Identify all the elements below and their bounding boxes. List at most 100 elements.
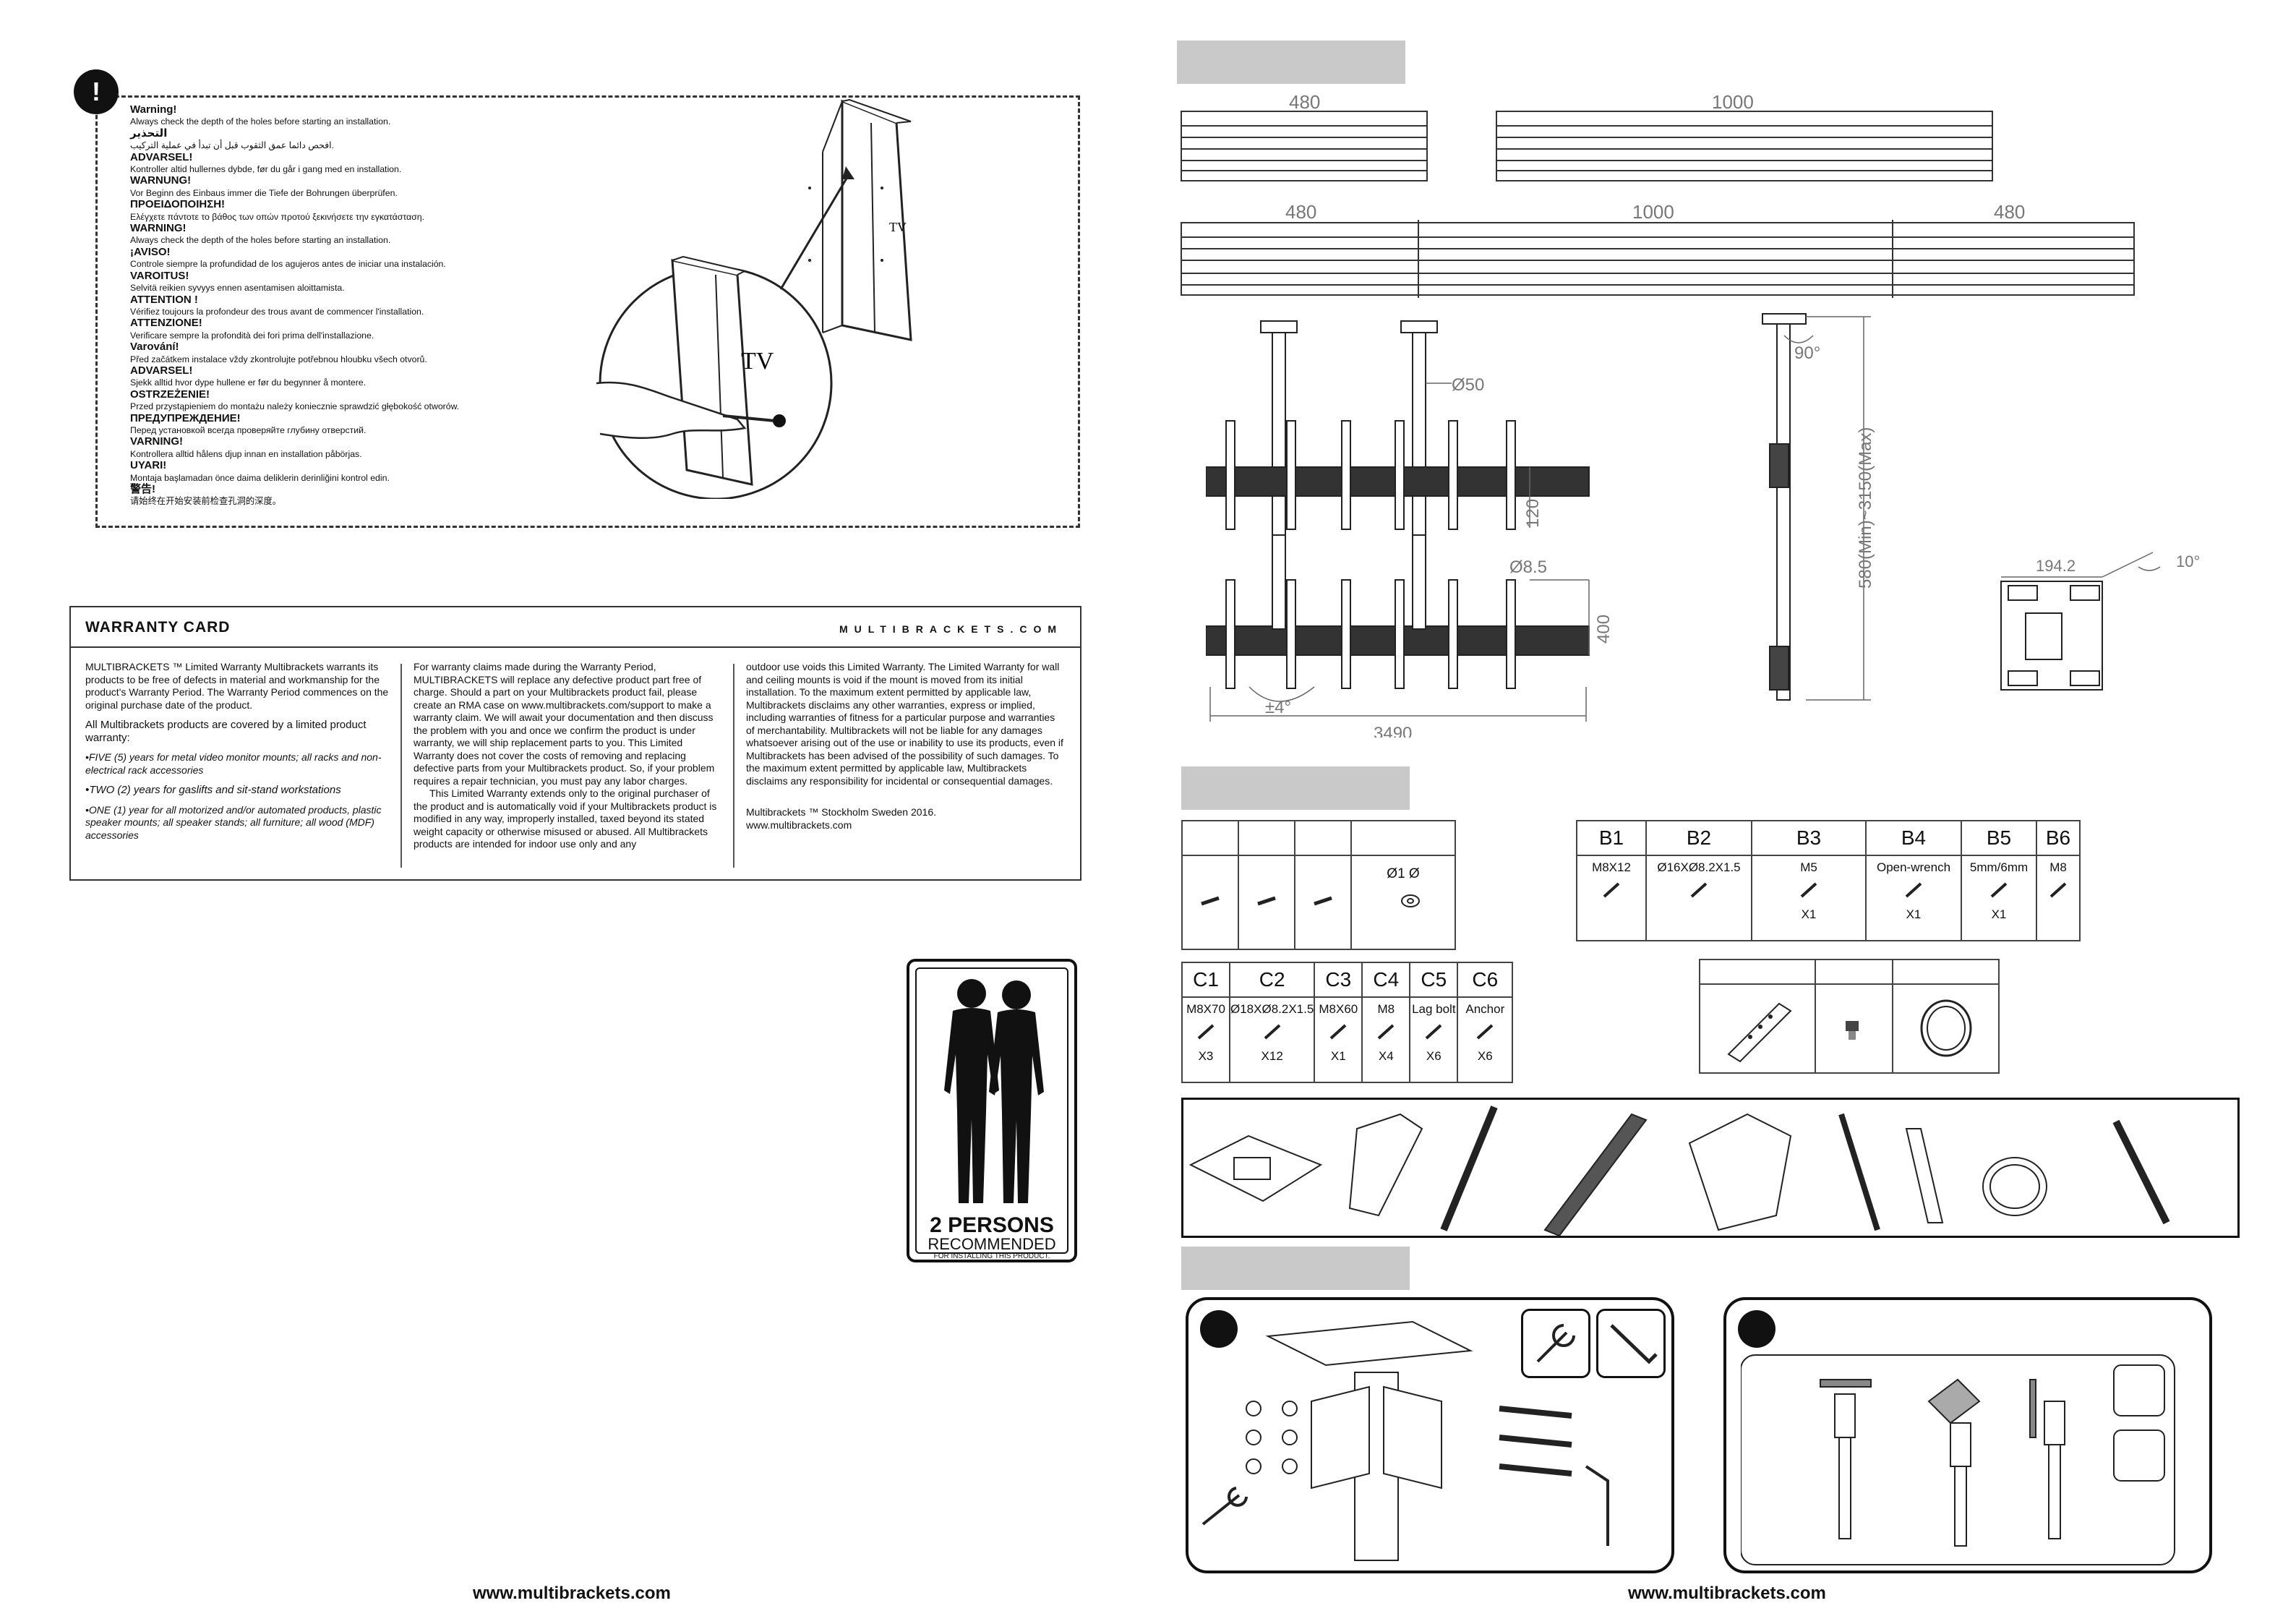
table-a-header-2 — [1238, 820, 1295, 856]
warning-title: Warning! — [130, 103, 177, 116]
table-d-header-2 — [1814, 959, 1894, 985]
warning-title: OSTRZEŻENIE! — [130, 388, 210, 401]
table-d-cell — [1814, 983, 1894, 1074]
warning-title: ATTENZIONE! — [130, 317, 202, 330]
part-quantity: X1 — [1330, 1049, 1346, 1063]
part-icon — [1264, 1024, 1280, 1040]
side-view-diagram: 90° 580(Min)~3150(Max) — [1762, 313, 1875, 701]
table-a-cell — [1294, 855, 1352, 950]
warning-text: Kontroller altid hullernes dybde, før du… — [130, 164, 402, 175]
warranty-company: Multibrackets ™ Stockholm Sweden 2016. — [746, 806, 937, 818]
dim-3490: 3490 — [1374, 724, 1412, 738]
warning-box — [95, 95, 1080, 528]
warranty-header: WARRANTY CARD MULTIBRACKETS.COM — [71, 607, 1080, 648]
warranty-card: WARRANTY CARD MULTIBRACKETS.COM MULTIBRA… — [69, 606, 1081, 881]
warning-text: Ελέγχετε πάντοτε το βάθος των οπών προτο… — [130, 211, 424, 222]
step-1-box — [1186, 1297, 1674, 1573]
dim-angle-90: 90° — [1794, 343, 1820, 363]
plate-detail: 194.2 10° — [2000, 552, 2200, 691]
warning-text: Sjekk alltid hvor dype hullene er før du… — [130, 377, 367, 388]
dim-top-480: 480 — [1289, 94, 1320, 113]
table-a-header-3 — [1294, 820, 1352, 856]
warning-exclamation-icon: ! — [74, 69, 119, 114]
tilt-bracket-icon — [1348, 1113, 1423, 1217]
dim-400: 400 — [1594, 615, 1614, 644]
components-strip — [1181, 1098, 2240, 1238]
part-icon — [1800, 882, 1817, 898]
warranty-bullet-two: •TWO (2) years for gaslifts and sit-stan… — [85, 784, 341, 796]
part-quantity: X3 — [1198, 1049, 1214, 1063]
warning-title: Varování! — [130, 341, 179, 354]
rail-diagrams: 480 1000 480 1000 480 — [1181, 94, 2135, 298]
table-c-header: C2 — [1228, 962, 1316, 998]
part-icon — [1197, 1024, 1215, 1040]
warning-title: VARNING! — [130, 435, 184, 448]
warning-text: Always check the depth of the holes befo… — [130, 116, 391, 127]
step-2-marker — [1738, 1310, 1775, 1348]
warranty-title: WARRANTY CARD — [85, 619, 231, 636]
tv-label-large: TV — [741, 348, 774, 375]
warning-text: Перед установкой всегда проверяйте глуби… — [130, 424, 367, 435]
warning-text: Vérifiez toujours la profondeur des trou… — [130, 306, 424, 317]
dim-120: 120 — [1523, 499, 1543, 528]
warranty-brand: MULTIBRACKETS.COM — [839, 623, 1063, 635]
part-icon — [1377, 1024, 1395, 1040]
warranty-divider-2 — [733, 664, 734, 868]
warning-title: UYARI! — [130, 459, 167, 472]
part-icon — [1425, 1024, 1442, 1040]
front-mount-diagram: Ø50 120 Ø8.5 400 ±4° 3490 — [1206, 320, 1614, 738]
two-persons-recommended: RECOMMENDED — [928, 1235, 1056, 1253]
table-b-header: B2 — [1645, 820, 1752, 856]
table-a-cell — [1238, 855, 1295, 950]
warranty-intro: MULTIBRACKETS ™ Limited Warranty Multibr… — [85, 661, 389, 711]
table-c-header: C6 — [1457, 962, 1514, 998]
part-spec: Anchor — [1465, 1002, 1505, 1016]
dim-hole-diameter: Ø8.5 — [1509, 557, 1547, 577]
part-spec: M8 — [2049, 860, 2067, 874]
table-a-header-1 — [1181, 820, 1239, 856]
warning-title: WARNUNG! — [130, 174, 192, 187]
step-1-illustration — [1201, 1320, 1609, 1561]
part-spec: Lag bolt — [1412, 1002, 1456, 1016]
warning-text: Kontrollera alltid hålens djup innan en … — [130, 448, 362, 459]
warning-text: Selvitä reikien syvyys ennen asentamisen… — [130, 283, 345, 294]
screw-icon — [1201, 896, 1220, 906]
table-b-header: B1 — [1576, 820, 1647, 856]
table-d-header-1 — [1699, 959, 1816, 985]
table-d-cell — [1699, 983, 1816, 1074]
dim-mid-480-a: 480 — [1285, 201, 1316, 223]
part-spec: M8X60 — [1319, 1002, 1358, 1016]
warning-title: ¡AVISO! — [130, 245, 171, 258]
warning-title: ПРЕДУПРЕЖДЕНИЕ! — [130, 411, 241, 424]
part-quantity: X12 — [1261, 1049, 1283, 1063]
table-b-cell: Ø16XØ8.2X1.5 — [1645, 855, 1752, 941]
footer-url-left[interactable]: www.multibrackets.com — [473, 1584, 671, 1603]
dim-height-range: 580(Min)~3150(Max) — [1856, 427, 1875, 589]
table-a-header-4 — [1350, 820, 1456, 856]
table-b-cell: M8 — [2036, 855, 2081, 941]
part-quantity: X6 — [1426, 1049, 1442, 1063]
warranty-column-1: MULTIBRACKETS ™ Limited Warranty Multibr… — [85, 661, 389, 849]
screw-icon — [1257, 896, 1276, 906]
warning-text: Montaja başlamadan önce daima deliklerin… — [130, 472, 390, 483]
section-tab-parts — [1181, 766, 1410, 810]
hex-key-tool-icon — [1596, 1309, 1666, 1378]
footer-url-right[interactable]: www.multibrackets.com — [1628, 1584, 1826, 1603]
two-persons-inner: 2 PERSONS RECOMMENDED FOR INSTALLING THI… — [915, 967, 1068, 1260]
parts-table-a: Ø1 Ø — [1181, 820, 1456, 950]
warning-title: 警告! — [130, 483, 155, 495]
warning-text: Před začátkem instalace vždy zkontrolujt… — [130, 354, 427, 364]
warranty-scope: This Limited Warranty extends only to th… — [414, 787, 717, 850]
part-spec: M8X70 — [1186, 1002, 1225, 1016]
warranty-column-3: outdoor use voids this Limited Warranty.… — [746, 661, 1064, 839]
table-a-cell: Ø1 Ø — [1350, 855, 1456, 950]
table-b-header: B6 — [2036, 820, 2081, 856]
warranty-disclaimer: outdoor use voids this Limited Warranty.… — [746, 661, 1063, 787]
